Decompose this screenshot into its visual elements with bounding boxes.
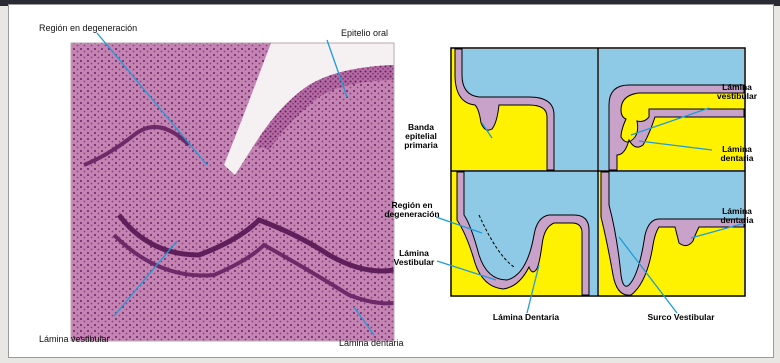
figure-frame: Región en degeneración Epitelio oral Lám… bbox=[8, 4, 774, 358]
label-lamina-vestibular-tr: Lámina vestibular bbox=[709, 83, 765, 101]
label-lamina-vestibular-bl: Lámina Vestibular bbox=[389, 249, 439, 267]
label-surco-vestibular: Surco Vestibular bbox=[635, 313, 727, 322]
label-region-degeneracion: Región en degeneración bbox=[39, 23, 137, 33]
label-lamina-vestibular: Lámina vestibular bbox=[39, 334, 110, 344]
label-lamina-dentaria: Lámina dentaria bbox=[339, 338, 404, 348]
label-epitelio-oral: Epitelio oral bbox=[341, 28, 388, 38]
label-lamina-dentaria-tr: Lámina dentaria bbox=[709, 145, 765, 163]
label-region-degeneracion-diagram: Región en degeneración bbox=[381, 201, 443, 219]
histology-photo bbox=[71, 43, 394, 341]
panel-top-left bbox=[452, 49, 597, 170]
panel-bottom-right bbox=[599, 172, 744, 295]
label-banda-epitelial: Banda epitelial primaria bbox=[397, 123, 445, 150]
histology-illustration bbox=[9, 5, 773, 357]
panel-bottom-left bbox=[452, 172, 597, 295]
label-lamina-dentaria-bottom: Lámina Dentaria bbox=[481, 313, 571, 322]
label-lamina-dentaria-br: Lámina dentaria bbox=[709, 207, 765, 225]
